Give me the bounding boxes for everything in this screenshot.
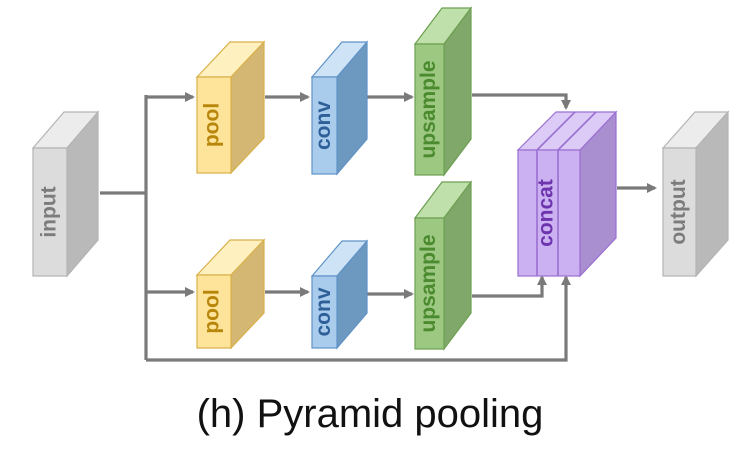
figure-caption: (h) Pyramid pooling: [196, 392, 544, 436]
output-block: output: [661, 110, 730, 278]
input-label: input: [38, 186, 61, 237]
input-block: input: [31, 110, 100, 278]
arrow-skip-to-concat: [146, 275, 571, 362]
pool-bottom-label: pool: [201, 289, 224, 333]
conv-block-bottom: conv: [310, 239, 369, 350]
connectors: [100, 92, 657, 362]
input-block-front: [32, 147, 68, 277]
pool-block-top: pool: [195, 40, 266, 175]
conv-top-front-face: [311, 76, 338, 175]
upsample-block-bottom: upsample: [413, 180, 473, 351]
arrow-upsample-top-to-concat: [472, 93, 571, 110]
concat-block: concat: [516, 110, 618, 278]
conv-bottom-front-face: [311, 275, 338, 349]
upsample-bottom-label: upsample: [417, 234, 440, 332]
concat-front-face: [517, 149, 581, 277]
pool-top-front-face: [196, 76, 232, 174]
pyramid-pooling-diagram: input pool conv upsample pool conv: [31, 6, 730, 362]
pool-top-label: pool: [201, 103, 224, 147]
conv-bottom-label: conv: [312, 287, 335, 336]
upsample-bottom-front-face: [414, 217, 445, 350]
output-label: output: [667, 179, 690, 244]
arrow-upsample-bottom-to-concat: [472, 275, 547, 298]
upsample-top-label: upsample: [417, 60, 440, 158]
output-block-front: [662, 147, 697, 277]
conv-block-top: conv: [310, 40, 369, 176]
upsample-top-front-face: [414, 43, 445, 176]
pool-bottom-front-face: [196, 274, 232, 349]
conv-top-label: conv: [312, 101, 335, 150]
pool-block-bottom: pool: [195, 238, 266, 350]
concat-top-divider-2: [557, 111, 597, 151]
upsample-block-top: upsample: [413, 6, 473, 177]
concat-top-divider-1: [536, 111, 576, 151]
concat-label: concat: [535, 179, 558, 247]
